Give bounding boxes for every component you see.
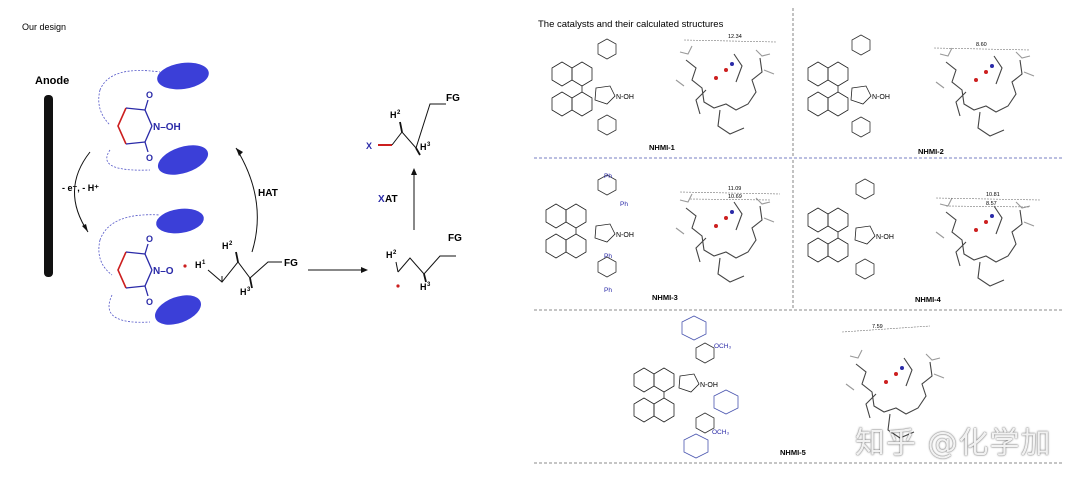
catalyst-nhpi-bottom: O O N–O [98,208,204,325]
radical-h3: H [420,282,427,292]
nhmi-5-distance: 7.59 [872,324,883,330]
ring-alkene-top [117,107,127,145]
product-h2: H [390,110,397,120]
nhmi-3-ph-1: Ph [604,173,612,180]
bulky-group-bottom-lower [155,295,201,325]
anode-label: Anode [35,75,69,87]
hat-arrowhead [236,148,243,156]
nhmi-4-distance-1: 10.81 [986,192,1000,198]
nhmi-4-distance-2: 8.57 [986,201,997,207]
fg-label-radical: FG [448,233,462,244]
nhmi-3-label: NHMI-3 [652,293,678,302]
h2-sup: 2 [229,241,233,247]
nhmi-2-distance: 8.60 [976,42,987,48]
nhmi-5-och3-2: OCH₃ [712,429,729,436]
nhmi-2-label: NHMI-2 [918,147,944,156]
xat-label-x: X [378,194,385,205]
radical-intermediate: H 2 H 3 FG [386,233,462,292]
nhmi-4-noh: N-OH [876,234,894,241]
h3-label: H [240,287,247,297]
h2-label: H [222,241,229,251]
catalyst-nhpi-top: O O N–OH [98,62,209,175]
nhmi-1-label: NHMI-1 [649,143,675,152]
ring-alkene-bottom [117,251,127,289]
anode-electrode [44,95,53,277]
nhmi-5-och3-1: OCH₃ [714,343,731,350]
bulky-group-top-lower [157,145,209,175]
product-x: X [366,141,372,151]
nhmi-3-ph-4: Ph [604,287,612,294]
radical-h2: H [386,250,393,260]
product-h2-sup: 2 [397,110,401,116]
xat-label-rest: AT [385,194,398,205]
watermark: 知乎 @化学加 [855,426,1052,461]
oxidation-arrowhead [82,224,88,232]
nhmi-3-distance-1: 11.09 [728,186,741,192]
noh-group-top: N–OH [153,122,181,133]
tether-top [98,70,161,171]
catalyst-nhmi-1: N-OH 12.34 NHMI-1 [551,34,777,152]
nhmi-1-distance: 12.34 [728,34,742,40]
nhmi-1-noh: N-OH [616,94,634,101]
nhmi-5-noh: N-OH [700,382,718,389]
catalyst-nhmi-5: OCH₃ OCH₃ N-OH 7.59 NHMI-5 [633,315,945,459]
nhmi-3-distance-2: 10.69 [728,194,742,200]
carbonyl-o-top-2: O [146,153,153,163]
fg-label-substrate: FG [284,258,298,269]
h3-sup: 3 [247,287,251,293]
bulky-group-bottom-upper [156,208,204,234]
nhmi-5-label: NHMI-5 [780,448,806,457]
radical-h3-sup: 3 [427,282,431,288]
left-panel-title: Our design [22,22,66,32]
hat-arrow [235,147,258,253]
fg-label-product: FG [446,93,460,104]
nhmi-2-noh: N-OH [872,94,890,101]
nhmi-3-ph-3: Ph [604,253,612,260]
catalyst-nhmi-4: N-OH 10.81 8.57 NHMI-4 [807,178,1041,304]
h1-sup: 1 [202,260,206,266]
carbonyl-o-top-1: O [146,90,153,100]
substrate: H 1 H 2 H 3 FG [195,241,298,297]
hat-label: HAT [258,188,278,199]
radical-dot [183,264,187,268]
product-h3: H [420,142,427,152]
nhmi-4-label: NHMI-4 [915,295,942,304]
radical-h2-sup: 2 [393,250,397,256]
nhmi-3-ph-2: Ph [620,201,628,208]
final-product: X H 2 H 3 FG [366,93,460,156]
h1-label: H [195,260,202,270]
carbonyl-o-bottom-1: O [146,234,153,244]
product-h3-sup: 3 [427,142,431,148]
right-panel-title: The catalysts and their calculated struc… [538,19,724,30]
carbonyl-o-bottom-2: O [146,297,153,307]
catalyst-nhmi-2: N-OH 8.60 NHMI-2 [807,34,1035,156]
bulky-group-top-upper [157,62,209,90]
catalyst-nhmi-3: Ph Ph Ph Ph N-OH 11.09 10.69 NHMI-3 [545,173,781,302]
oxidation-arrow [74,151,91,233]
oxidation-label: - e⁻, - H⁺ [62,183,99,193]
no-radical-group: N–O [153,266,174,277]
tether-bottom [98,214,161,323]
nhmi-3-noh: N-OH [616,232,634,239]
